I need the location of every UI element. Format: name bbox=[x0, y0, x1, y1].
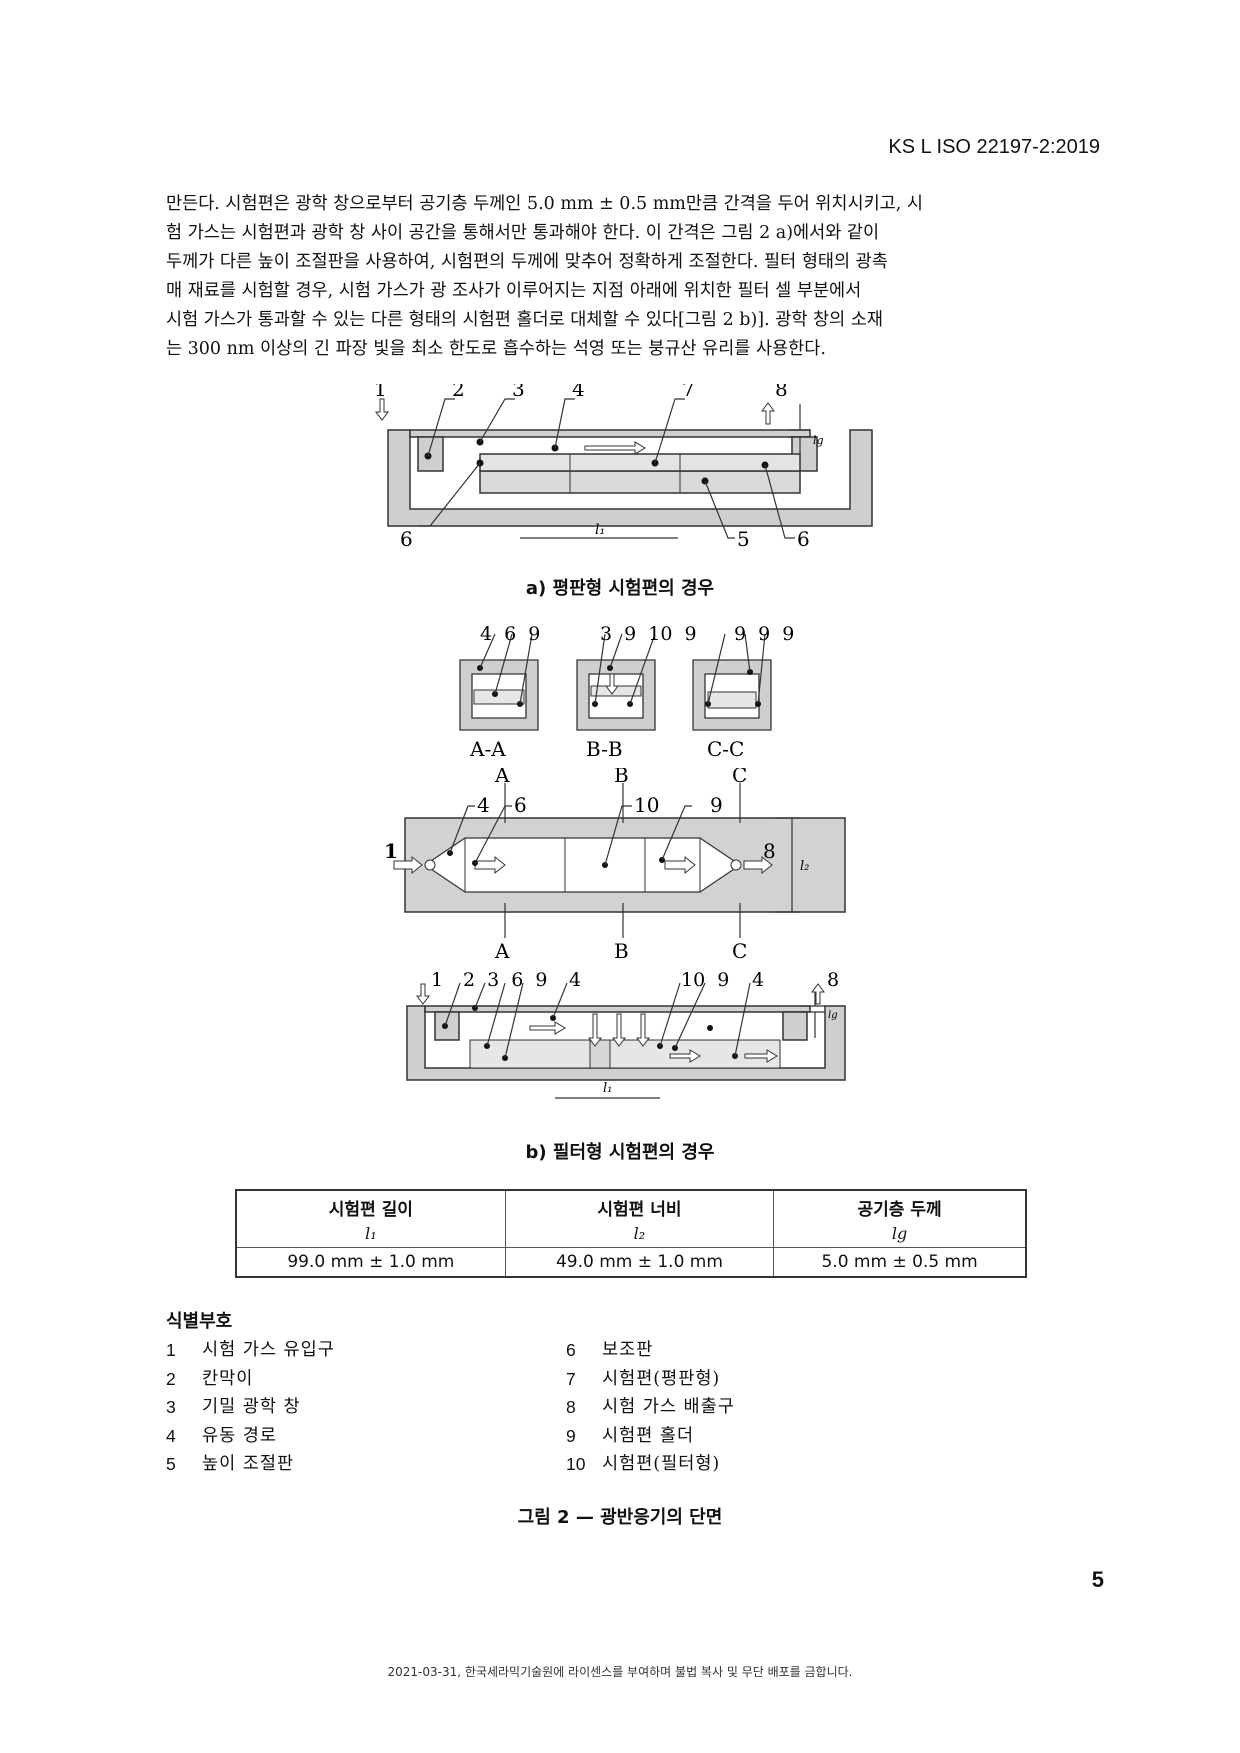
label-4: 4 bbox=[477, 793, 490, 817]
labels-2-3-6-9: 2 3 6 9 bbox=[463, 969, 547, 991]
figure-b-side-view: 1 2 3 6 9 4 10 9 4 8 l₁ lg bbox=[406, 969, 846, 1099]
section-cc-labels: 9 9 9 bbox=[734, 624, 794, 645]
table-cell: 99.0 mm ± 1.0 mm bbox=[235, 1247, 506, 1278]
figure-b-sections: 4 6 9 3 9 10 9 9 9 9 A-A B-B C-C bbox=[459, 624, 794, 761]
table-symbol: l₂ bbox=[504, 1224, 775, 1248]
label-6-right: 6 bbox=[797, 527, 810, 551]
cut-b-top: B bbox=[614, 768, 629, 787]
table-symbol: lg bbox=[773, 1224, 1027, 1248]
dim-lg: lg bbox=[828, 1010, 838, 1021]
table-row: 99.0 mm ± 1.0 mm 49.0 mm ± 1.0 mm 5.0 mm… bbox=[235, 1247, 1027, 1278]
label-8: 8 bbox=[775, 384, 788, 401]
paragraph-line: 는 300 nm 이상의 긴 파장 빛을 최소 한도로 흡수하는 석영 또는 붕… bbox=[166, 339, 826, 359]
labels-10-9: 10 9 bbox=[681, 969, 729, 991]
dimension-table: 시험편 길이 시험편 너비 공기층 두께 l₁ l₂ lg 99.0 mm ± … bbox=[235, 1189, 1027, 1278]
paragraph-line: 매 재료를 시험할 경우, 시험 가스가 광 조사가 이루어지는 지점 아래에 … bbox=[166, 281, 862, 301]
label-10: 10 bbox=[634, 793, 659, 817]
table-symbol-row: l₁ l₂ lg bbox=[235, 1224, 1027, 1248]
label-1: 1 bbox=[431, 969, 443, 991]
page-number: 5 bbox=[1091, 1567, 1104, 1592]
cut-c-top: C bbox=[732, 768, 747, 787]
table-header: 시험편 너비 bbox=[504, 1189, 775, 1224]
label-1: 1 bbox=[374, 384, 387, 401]
section-bb-labels: 3 9 10 9 bbox=[600, 624, 697, 645]
section-bb: B-B bbox=[586, 737, 623, 761]
label-8: 8 bbox=[763, 839, 776, 863]
caption-a: a) 평판형 시험편의 경우 bbox=[525, 578, 715, 599]
license-footer: 2021-03-31, 한국세라믹기술원에 라이센스를 부여하며 불법 복사 및… bbox=[387, 1665, 853, 1679]
label-6-left: 6 bbox=[400, 527, 413, 551]
paragraph-line: 두께가 다른 높이 조절판을 사용하여, 시험편의 두께에 맞추어 정확하게 조… bbox=[166, 252, 888, 272]
label-2: 2 bbox=[452, 384, 465, 401]
body-paragraph: 만든다. 시험편은 광학 창으로부터 공기층 두께인 5.0 mm ± 0.5 … bbox=[166, 190, 1098, 364]
dim-l1: l₁ bbox=[595, 522, 605, 538]
label-8: 8 bbox=[827, 969, 839, 991]
table-header: 공기층 두께 bbox=[773, 1189, 1027, 1224]
section-aa: A-A bbox=[469, 737, 506, 761]
cut-a-bottom: A bbox=[494, 939, 510, 963]
figure-b-top-view: A B C A B C 4 6 10 9 1 8 l₂ bbox=[384, 768, 846, 963]
cut-c-bottom: C bbox=[732, 939, 747, 963]
figure-caption: 그림 2 — 광반응기의 단면 bbox=[517, 1507, 723, 1528]
label-4-a: 4 bbox=[569, 969, 581, 991]
label-7: 7 bbox=[682, 384, 695, 401]
dim-l1: l₁ bbox=[603, 1081, 612, 1096]
paragraph-line: 험 가스는 시험편과 광학 창 사이 공간을 통해서만 통과해야 한다. 이 간… bbox=[166, 223, 880, 243]
cut-b-bottom: B bbox=[614, 939, 629, 963]
label-4-b: 4 bbox=[752, 969, 764, 991]
dim-lg: lg bbox=[813, 434, 824, 447]
label-6: 6 bbox=[514, 793, 527, 817]
label-5: 5 bbox=[737, 527, 750, 551]
table-cell: 49.0 mm ± 1.0 mm bbox=[504, 1247, 775, 1278]
cut-a-top: A bbox=[494, 768, 510, 787]
standard-number: KS L ISO 22197-2:2019 bbox=[888, 136, 1100, 158]
dim-l2: l₂ bbox=[800, 859, 809, 874]
section-aa-labels: 4 6 9 bbox=[480, 624, 540, 645]
paragraph-line: 시험 가스가 통과할 수 있는 다른 형태의 시험편 홀더로 대체할 수 있다[… bbox=[166, 310, 883, 330]
label-1: 1 bbox=[384, 839, 398, 863]
table-header-row: 시험편 길이 시험편 너비 공기층 두께 bbox=[235, 1189, 1027, 1224]
label-9: 9 bbox=[710, 793, 723, 817]
table-header: 시험편 길이 bbox=[235, 1189, 506, 1224]
figure-a-flat-reactor: 1 2 3 4 7 8 6 5 6 l₁ lg bbox=[374, 384, 873, 551]
caption-b: b) 필터형 시험편의 경우 bbox=[525, 1142, 715, 1163]
paragraph-line: 만든다. 시험편은 광학 창으로부터 공기층 두께인 5.0 mm ± 0.5 … bbox=[166, 194, 924, 214]
section-cc: C-C bbox=[707, 737, 744, 761]
table-cell: 5.0 mm ± 0.5 mm bbox=[773, 1247, 1027, 1278]
label-3: 3 bbox=[512, 384, 525, 401]
table-symbol: l₁ bbox=[235, 1224, 506, 1248]
key-title: 식별부호 bbox=[166, 1311, 233, 1332]
label-4: 4 bbox=[572, 384, 585, 401]
